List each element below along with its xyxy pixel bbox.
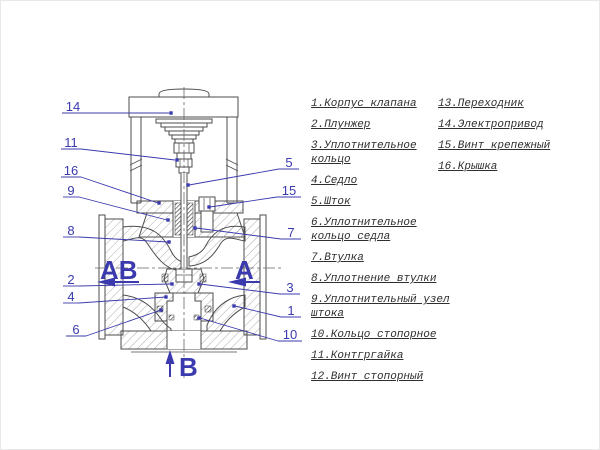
legend-item-7: 7.Втулка <box>311 252 364 264</box>
stop-ring-left <box>168 314 175 321</box>
flow-arrow-ab <box>97 277 115 287</box>
callout-14: 14 <box>62 99 173 115</box>
legend-item-15: 15.Винт крепежный <box>438 140 551 152</box>
port-label-a: A <box>235 255 254 285</box>
port-label-b: B <box>179 352 198 382</box>
legend-item-12: 12.Винт стопорный <box>311 371 424 383</box>
actuator-cap <box>128 96 239 118</box>
legend-item-9: 9.Уплотнительный узел штока <box>311 294 450 320</box>
left-flange <box>104 218 124 336</box>
svg-text:14: 14 <box>66 99 80 114</box>
svg-text:3: 3 <box>286 280 293 295</box>
upper-right-wall <box>188 225 246 267</box>
svg-text:15: 15 <box>282 183 296 198</box>
legend-item-4: 4.Седло <box>311 175 358 187</box>
legend-item-14: 14.Электропривод <box>438 119 544 131</box>
plug-seal-ring-right <box>199 273 207 283</box>
svg-text:7: 7 <box>287 225 294 240</box>
callout-5: 5 <box>186 155 299 187</box>
seat-seal-ring-2 <box>204 305 212 313</box>
legend-item-13: 13.Переходник <box>438 98 524 110</box>
callout-10: 10 <box>197 316 302 342</box>
legend-item-6: 6.Уплотнительное кольцо седла <box>311 217 417 243</box>
legend-column-1: 1.Корпус клапана 2.Плунжер 3.Уплотнитель… <box>311 97 461 391</box>
svg-text:11: 11 <box>64 135 78 150</box>
legend-item-3: 3.Уплотнительное кольцо <box>311 140 417 166</box>
fixing-screw <box>198 196 216 233</box>
lower-left-wall <box>122 294 172 332</box>
centerlines <box>95 87 283 379</box>
stem-packing-right <box>186 202 194 236</box>
svg-text:4: 4 <box>67 289 74 304</box>
seat-right <box>194 292 214 322</box>
flow-direction-labels: AB A B <box>97 255 260 382</box>
flow-arrow-a <box>228 277 246 287</box>
svg-text:6: 6 <box>72 322 79 337</box>
legend-item-10: 10.Кольцо стопорное <box>311 329 437 341</box>
seat-left <box>154 292 174 322</box>
callout-2: 2 <box>63 272 174 287</box>
callout-3: 3 <box>197 280 300 295</box>
plug-seal-ring-left <box>161 273 169 283</box>
callout-4: 4 <box>63 289 168 304</box>
stem-packing-left <box>174 202 182 236</box>
legend-item-11: 11.Контгргайка <box>311 350 404 362</box>
callout-9: 9 <box>63 183 170 222</box>
callout-11: 11 <box>61 135 179 162</box>
legend-item-2: 2.Плунжер <box>311 119 371 131</box>
svg-text:5: 5 <box>285 155 292 170</box>
callout-8: 8 <box>63 223 171 244</box>
callout-6: 6 <box>66 308 163 337</box>
callout-16: 16 <box>61 163 161 205</box>
right-flange-face <box>259 214 267 340</box>
svg-text:1: 1 <box>287 303 294 318</box>
svg-text:16: 16 <box>64 163 78 178</box>
legend-item-1: 1.Корпус клапана <box>311 98 417 110</box>
svg-text:8: 8 <box>67 223 74 238</box>
callouts: 14 11 16 9 8 <box>61 99 302 342</box>
callout-1: 1 <box>232 303 301 318</box>
svg-text:9: 9 <box>67 183 74 198</box>
flow-arrow-b <box>165 350 175 364</box>
callout-7: 7 <box>193 225 301 240</box>
legend-column-2: 13.Переходник 14.Электропривод 15.Винт к… <box>438 97 560 181</box>
valve-body <box>98 214 267 353</box>
callout-15: 15 <box>207 183 301 209</box>
legend-item-16: 16.Крышка <box>438 161 498 173</box>
svg-text:2: 2 <box>67 272 74 287</box>
svg-text:10: 10 <box>283 327 297 342</box>
legend-item-8: 8.Уплотнение втулки <box>311 273 437 285</box>
legend-item-5: 5.Шток <box>311 196 351 208</box>
